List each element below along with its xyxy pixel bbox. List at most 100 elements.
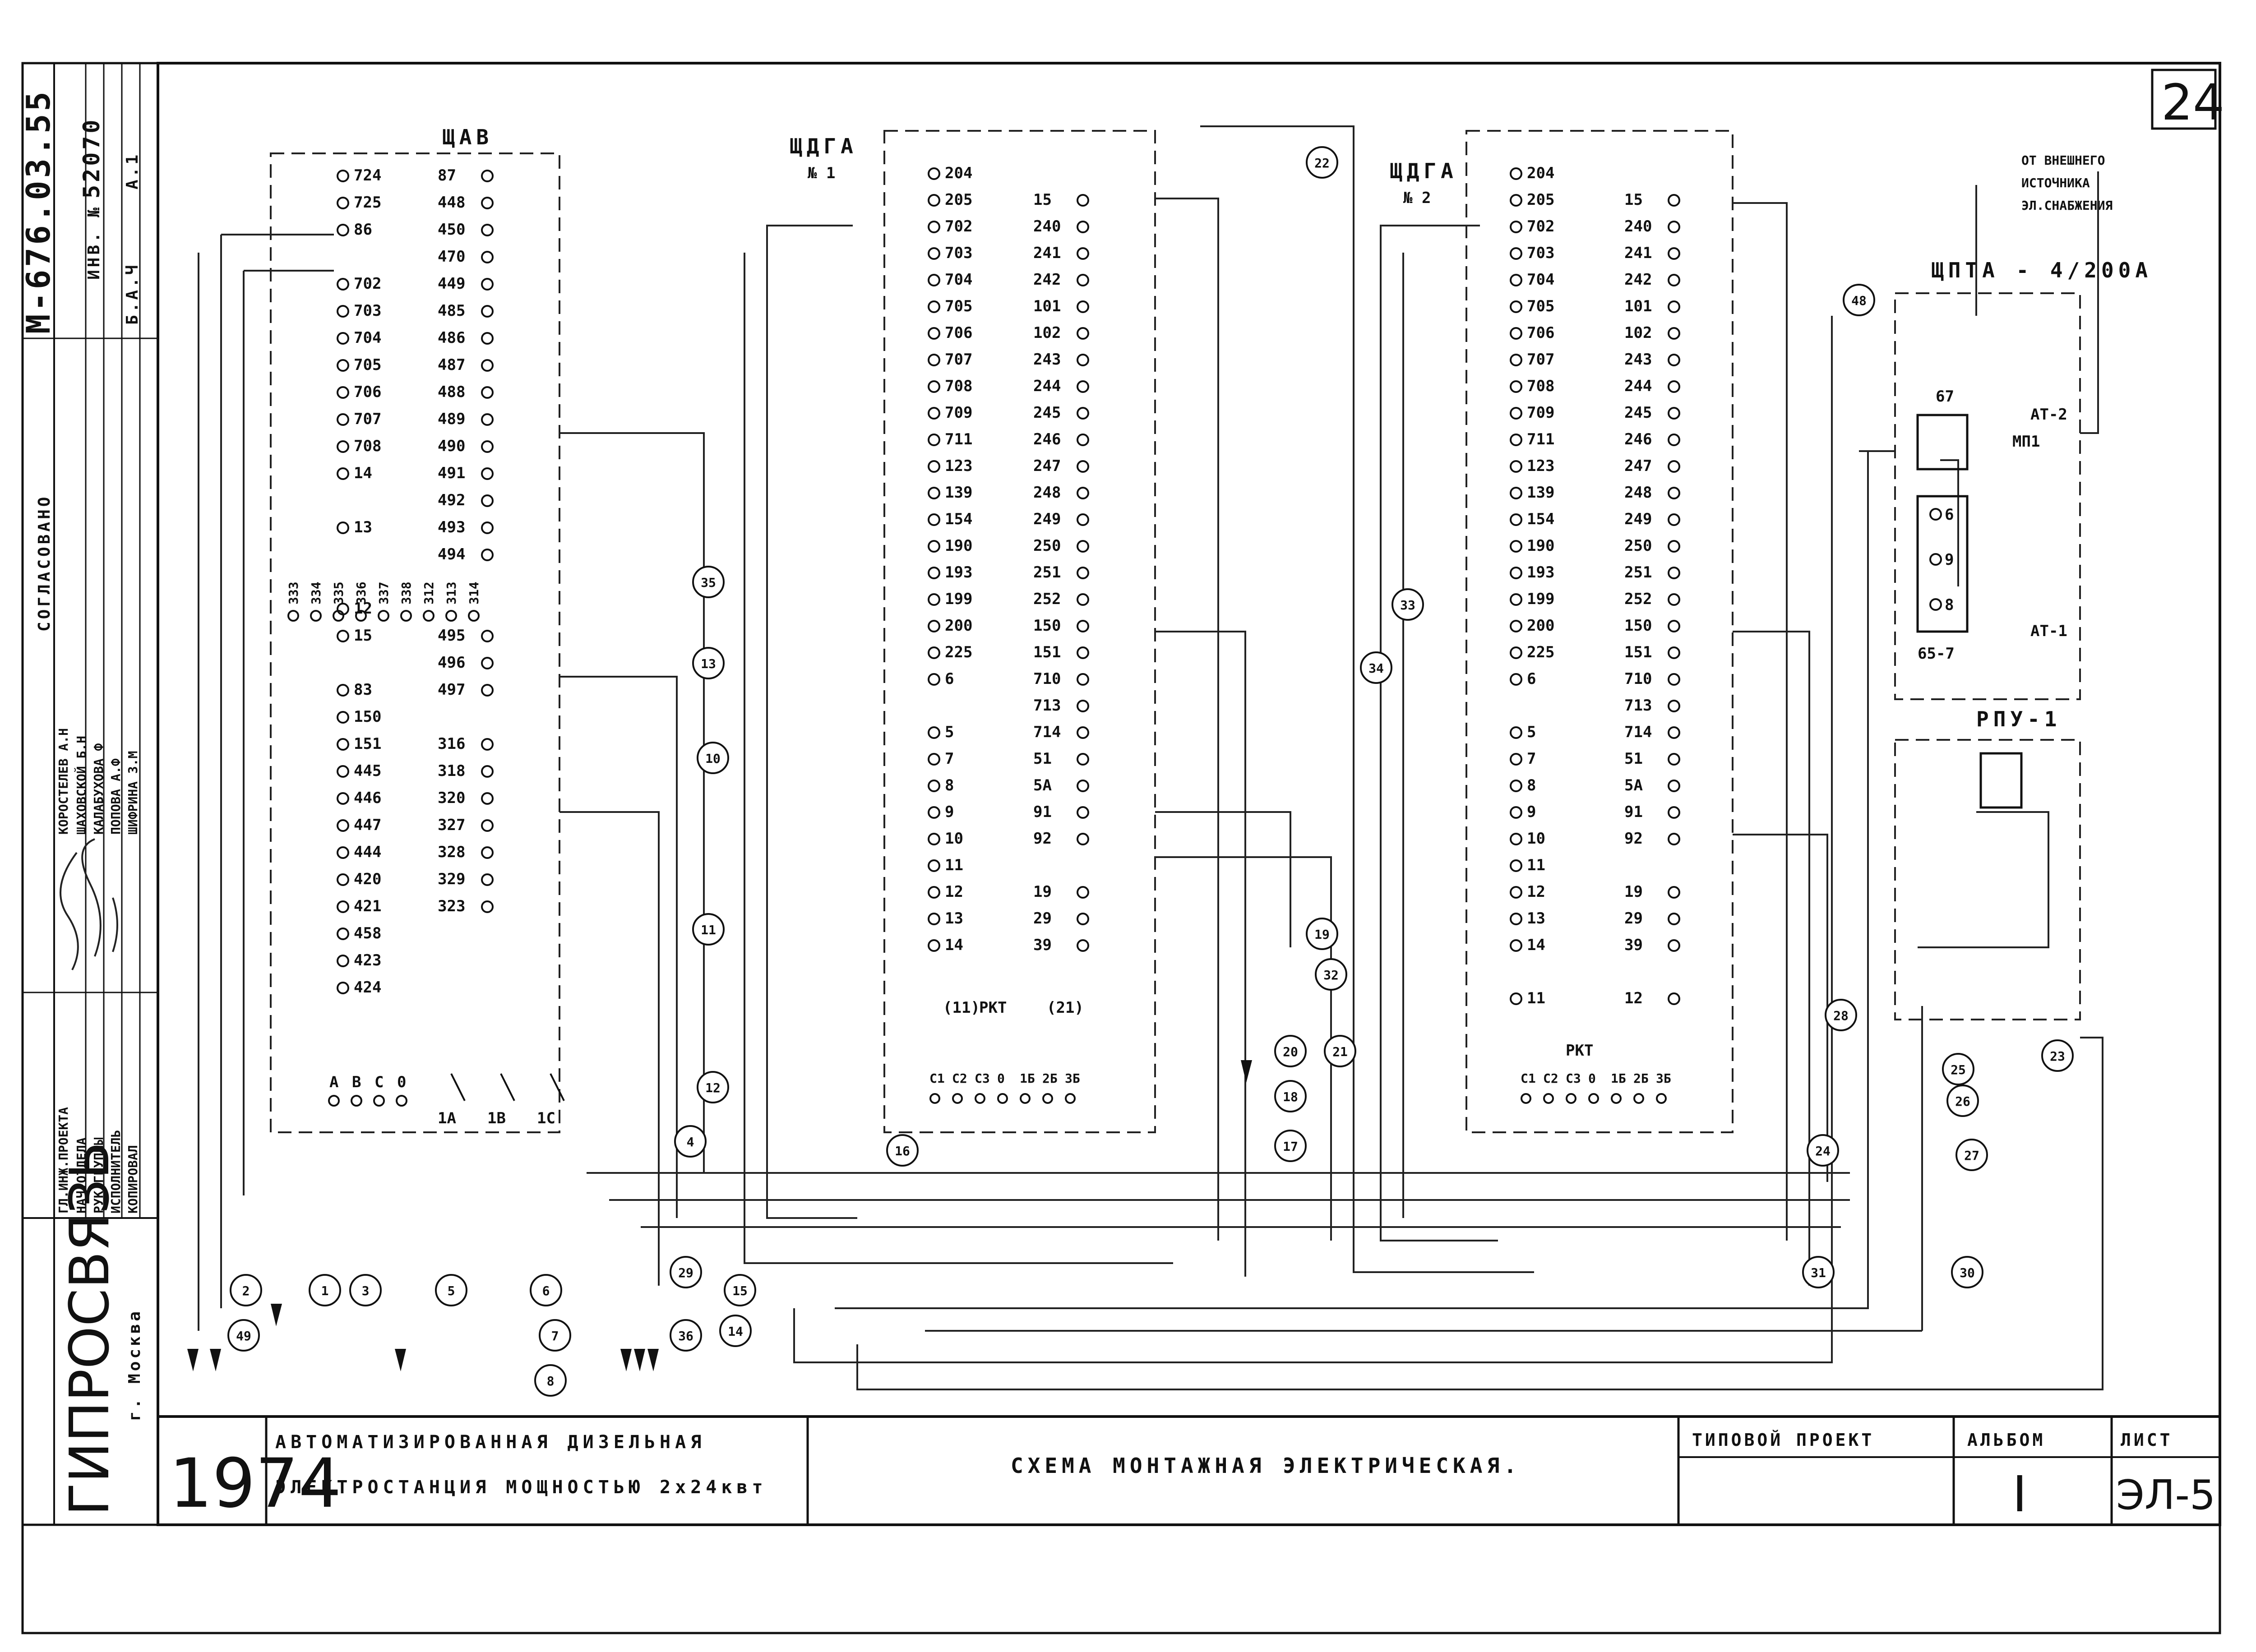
shdga2-right-label: 15 [1624,191,1643,209]
shdga2-right-label: 12 [1624,989,1643,1007]
breaker-label: 1С [537,1109,555,1127]
shdga2-left-terminal [1510,247,1522,260]
shdga1-right-label: 241 [1033,244,1061,262]
shdga2-left-label: 11 [1527,856,1545,874]
shav-left-terminal [337,711,349,724]
outer-frame [21,62,2221,1634]
shdga1-left-label: 707 [945,351,972,369]
shav-right-label: 485 [438,302,465,320]
shdga2-left-terminals: 2042057027037047057067077087097111231391… [1510,164,1554,1007]
shav-left-terminal [337,359,349,372]
phase-label: В [352,1073,361,1091]
shdga1-left-terminal [928,620,940,632]
shdga1-right-terminal [1077,646,1089,659]
shdga2-left-terminal [1510,194,1522,207]
contact-terminal [975,1093,985,1104]
cable-number: 20 [1283,1044,1298,1059]
shdga2-right-terminal [1668,540,1680,553]
shav-left-label: 150 [354,708,381,726]
shdga2-left-label: 707 [1527,351,1554,369]
shav-left-label: 424 [354,978,381,997]
shdga2-left-terminal [1510,540,1522,553]
shdga1-left-label: 708 [945,377,972,395]
contact-terminal [1633,1093,1644,1104]
phase-terminal [373,1095,385,1107]
shav-right-terminals: 8744845047044948548648748848949049149249… [438,166,494,915]
shav-vertical-label: 334 [309,581,324,605]
shdga1-right-terminal [1077,780,1089,792]
shav-right-terminal [481,440,494,453]
shav-vertical-label: 333 [286,581,301,605]
shav-right-terminal [481,467,494,480]
sheet-label: ЛИСТ [2121,1430,2173,1450]
shav-right-terminal [481,521,494,534]
shav-left-label: 86 [354,221,372,239]
shpta-terminals: 698 [1929,506,1954,614]
contact-label: С3 [1566,1071,1581,1086]
shdga1-right-label: 713 [1033,697,1061,715]
shdga1-right-terminals: 1524024124210110224324424524624724824925… [1033,191,1089,954]
shdga2-left-terminal [1510,221,1522,233]
name-5: ШИФРИНА З.М [125,751,140,835]
shdga2-right-terminal [1668,487,1680,499]
shdga2-right-label: 714 [1624,723,1652,741]
cable-marker [670,1256,702,1288]
shdga2-right-terminal [1668,913,1680,925]
mp-label: МП1 [2012,433,2040,451]
cable-number: 15 [732,1283,748,1298]
cable-marker [530,1274,562,1306]
shdga1-left-terminal [928,567,940,579]
shav-right-label: 327 [438,816,465,834]
shav-left-terminal [337,467,349,480]
sheet-number-box [2151,69,2217,130]
shav-right-label: 450 [438,221,465,239]
shav-right-label: 497 [438,681,465,699]
contact-terminal [1042,1093,1053,1104]
shdga2-right-label: 19 [1624,883,1643,901]
sheet-a: А.1 [123,152,142,189]
shav-vertical-terminal [310,610,322,622]
shdga2-left-terminal [1510,460,1522,473]
shdga2-left-terminal [1510,380,1522,393]
shdga2-left-terminal [1510,487,1522,499]
shdga2-left-terminal [1510,327,1522,340]
contact-label: 2Б [1633,1071,1649,1086]
shdga2-left-terminal [1510,859,1522,872]
inv-label: ИНВ. № [85,205,103,280]
name-4: ПОПОВА А.Ф [108,758,123,835]
shdga2-title: ЩДГА [1390,159,1458,183]
cable-marker [230,1274,262,1306]
shav-right-label: 493 [438,518,465,536]
contact-label: С2 [1543,1071,1558,1086]
shdga1-left-label: 704 [945,271,972,289]
shdga1-right-terminal [1077,806,1089,819]
shdga1-left-label: 8 [945,776,954,794]
contact-label: 0 [997,1071,1005,1086]
cable-number: 12 [705,1080,721,1095]
cable-marker [1956,1139,1988,1171]
shav-right-terminal [481,278,494,291]
shav-right-terminal [481,873,494,886]
shav-left-label: 706 [354,383,381,401]
shav-left-label: 445 [354,762,381,780]
shav-right-terminal [481,386,494,399]
shav-left-label: 151 [354,735,381,753]
cable-marker [724,1274,756,1306]
cable-marker [1942,1053,1974,1085]
shdga1-left-terminal [928,247,940,260]
shdga2-left-label: 204 [1527,164,1554,182]
role-4: ИСПОЛНИТЕЛЬ [108,1130,123,1214]
shdga2-right-label: 251 [1624,563,1652,581]
shdga2-left-label: 703 [1527,244,1554,262]
cable-number: 26 [1955,1094,1970,1109]
shdga2-left-label: 13 [1527,909,1545,928]
shdga1-right-label: 248 [1033,484,1061,502]
shdga2-right-label: 102 [1624,324,1652,342]
cable-number: 6 [542,1283,550,1298]
shdga1-left-label: 199 [945,590,972,608]
shdga1-right-terminal [1077,513,1089,526]
shav-right-label: 470 [438,248,465,266]
shdga2-right-terminal [1668,806,1680,819]
